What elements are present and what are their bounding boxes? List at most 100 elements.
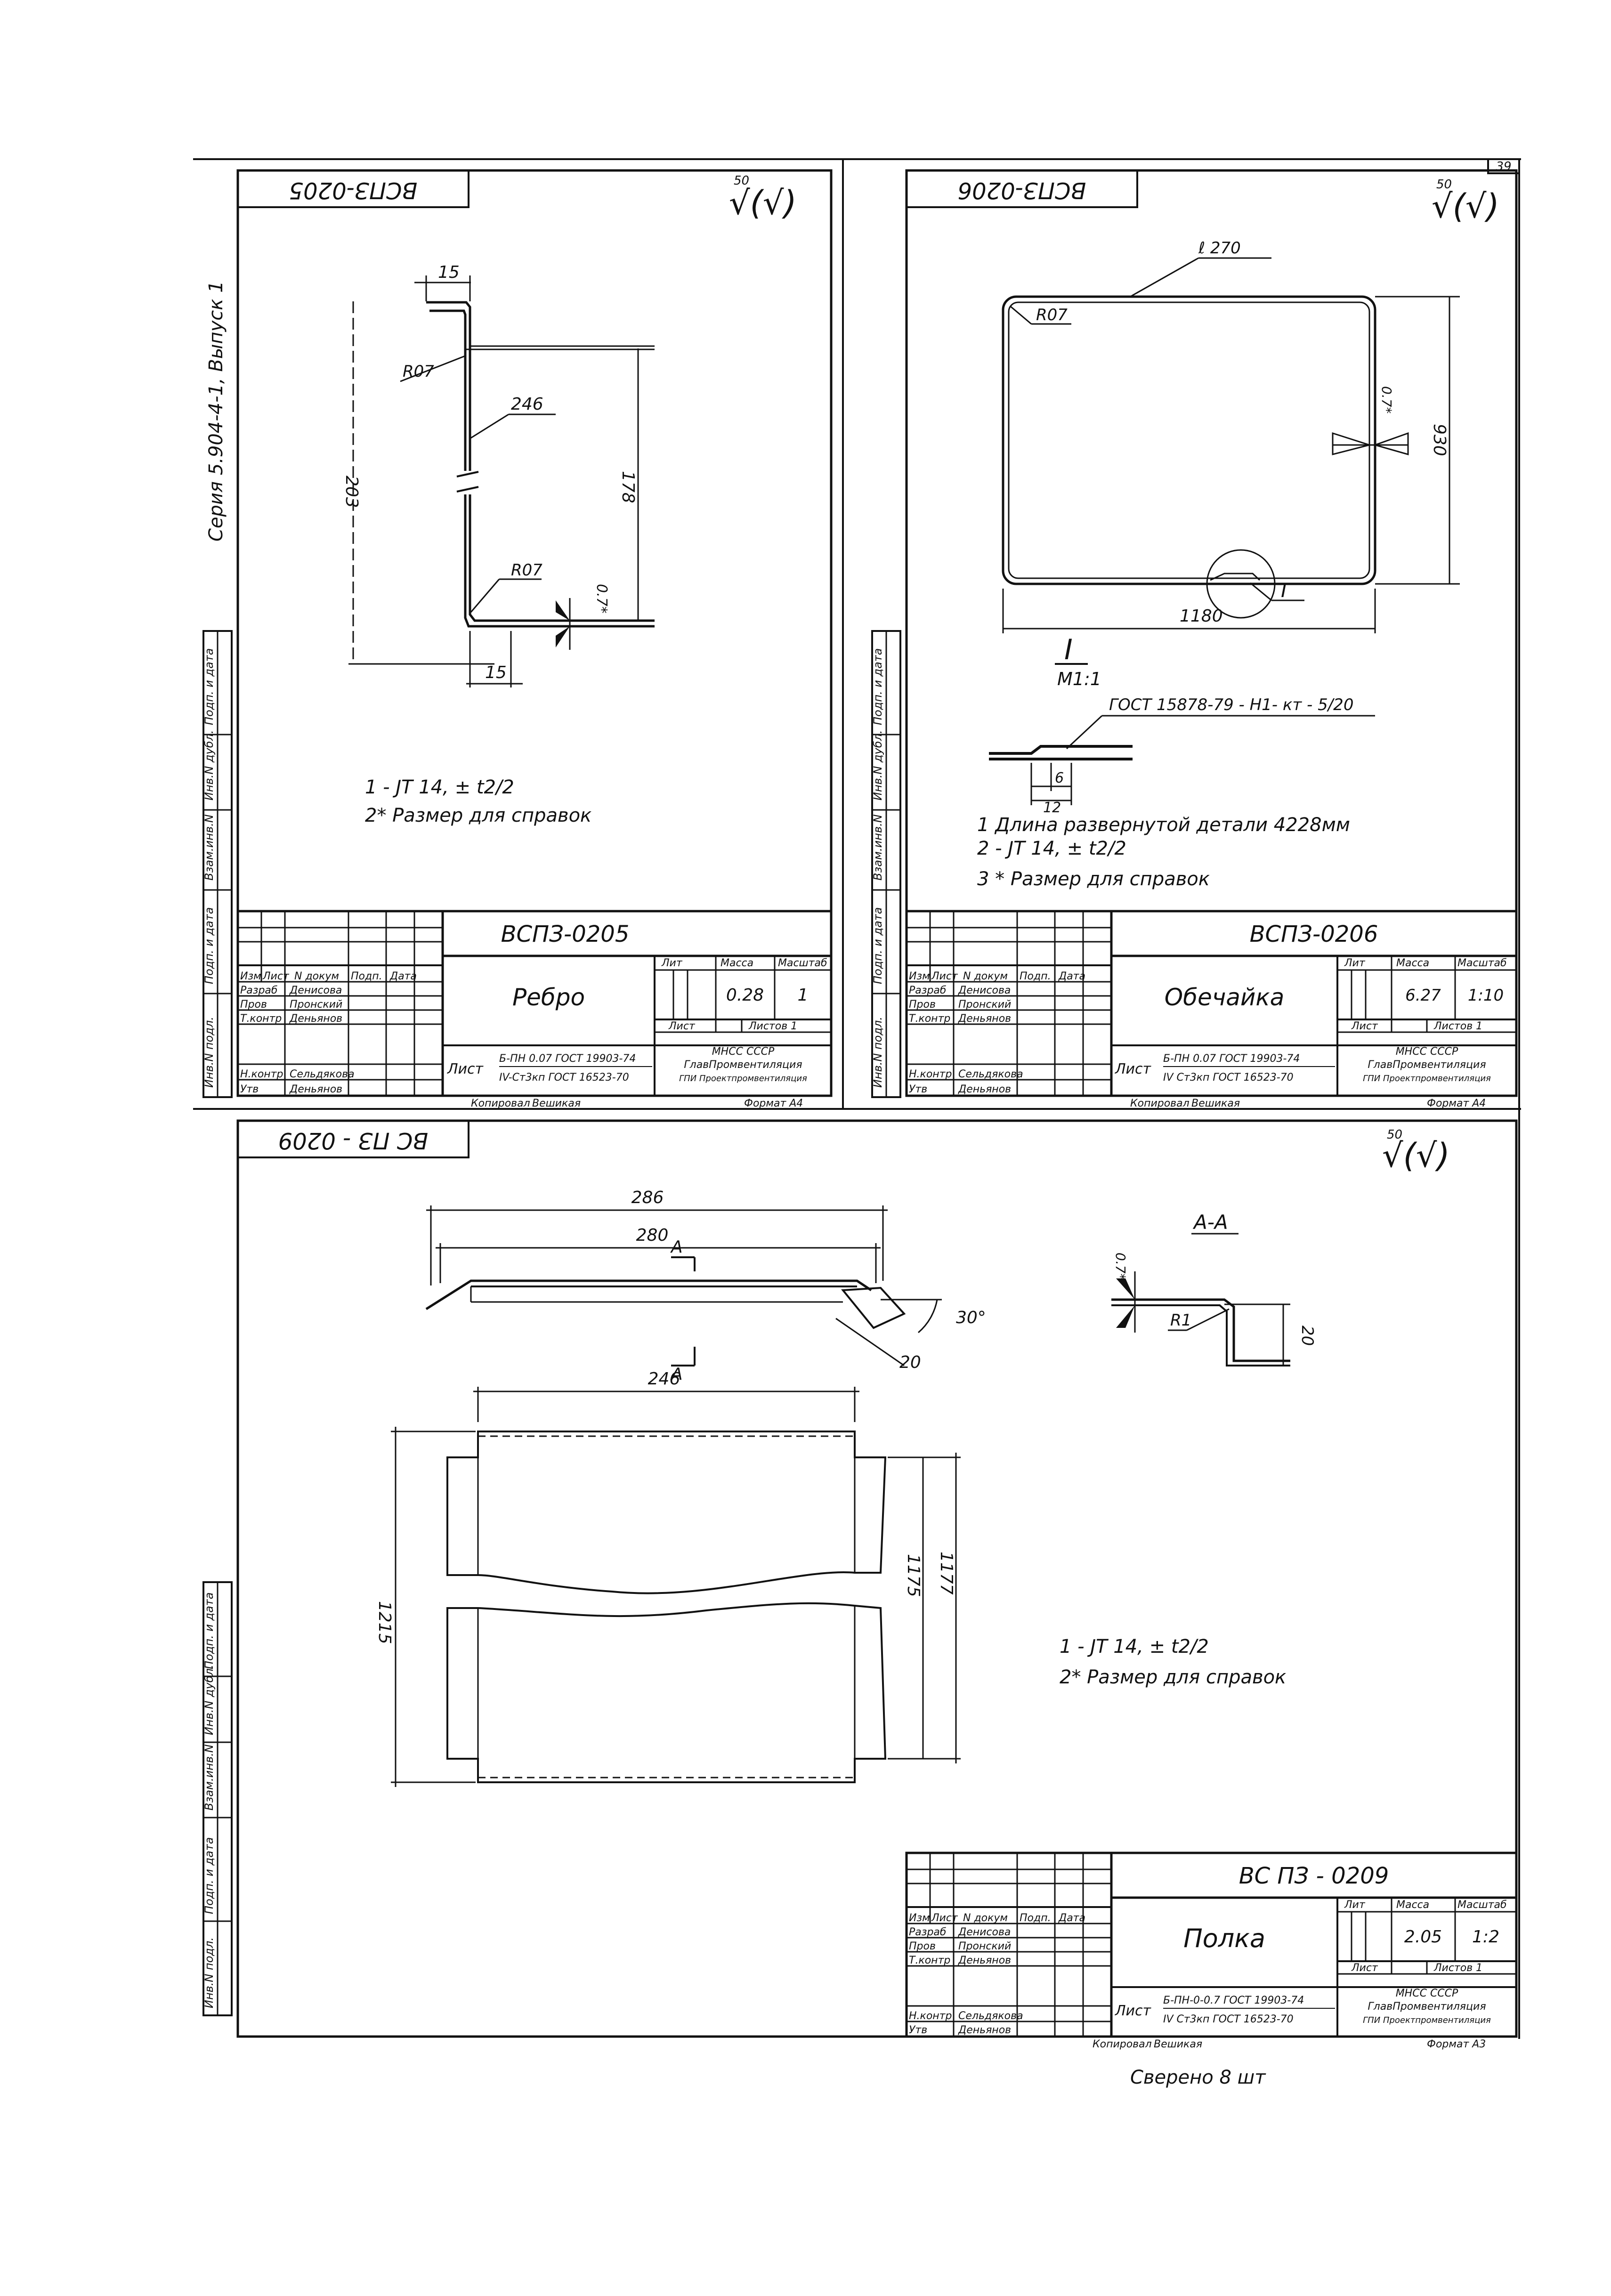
tb-role: Утв bbox=[240, 1083, 259, 1095]
code-box-text: ВС ПЗ - 0209 bbox=[278, 1127, 429, 1154]
dim-height-inner: 178 bbox=[618, 471, 638, 503]
leader bbox=[1130, 257, 1199, 298]
dim-line bbox=[835, 1318, 905, 1366]
detail-label: I bbox=[1064, 633, 1073, 666]
copy-footer-copier: Вешикая bbox=[1191, 1098, 1240, 1109]
leader bbox=[400, 355, 467, 382]
leader bbox=[1250, 582, 1272, 601]
copy-footer-copied: Копировал bbox=[471, 1098, 530, 1109]
tb-header: Изм bbox=[240, 970, 261, 982]
tb-material-label: Лист bbox=[1115, 1061, 1152, 1077]
tb-sheet: Лист bbox=[1351, 1020, 1378, 1032]
shell-outline bbox=[1002, 295, 1376, 585]
tb-role: Пров bbox=[909, 999, 936, 1011]
tb-role: Т.контр bbox=[909, 1955, 950, 1966]
dim-flange-bottom: 15 bbox=[485, 663, 507, 682]
detail-dim-b: 12 bbox=[1043, 800, 1061, 816]
note-2: 2* Размер для справок bbox=[1060, 1666, 1286, 1688]
tb-material2: IV-Ст3кп ГОСТ 16523-70 bbox=[499, 1072, 629, 1083]
tb-header: Подп. bbox=[351, 970, 382, 982]
dim-thickness: 0.7* bbox=[593, 584, 610, 614]
copy-footer-copied: Копировал bbox=[1130, 1098, 1190, 1109]
stamp-label: Инв.N подл. bbox=[871, 1017, 884, 1088]
tb-header: N докум bbox=[963, 1912, 1008, 1924]
tb-name: Пронский bbox=[290, 999, 342, 1011]
note-2: 2* Размер для справок bbox=[365, 805, 591, 826]
code-box bbox=[237, 1120, 470, 1158]
tb-name: Денисова bbox=[958, 1926, 1011, 1938]
section-cut-mark: А bbox=[670, 1365, 683, 1384]
tb-name: Пронский bbox=[958, 1940, 1011, 1952]
tb-org: МНСС СССР bbox=[712, 1046, 775, 1058]
roughness-value: 50 bbox=[1387, 1128, 1402, 1142]
shelf-tab bbox=[841, 1286, 906, 1329]
stamp-label: Инв.N подл. bbox=[202, 1017, 216, 1088]
dim-thickness: 0.7* bbox=[1113, 1253, 1128, 1280]
code-box-text: ВСПЗ-0205 bbox=[289, 177, 418, 203]
dim-width: 1180 bbox=[1180, 606, 1223, 626]
tb-org: МНСС СССР bbox=[1396, 1046, 1458, 1058]
tb-sheet: Лист bbox=[1351, 1962, 1378, 1974]
thickness-arrow bbox=[1332, 432, 1372, 455]
plan-upper-half bbox=[446, 1431, 887, 1594]
stamp-margin-top-left: Подп. и дата Инв.N дубл. Взам.инв.N Подп… bbox=[202, 630, 233, 1098]
tb-header: Масштаб bbox=[1457, 957, 1507, 969]
frame bbox=[236, 1119, 1518, 2038]
tb-sheet: Лист bbox=[668, 1020, 696, 1032]
tb-mass: 0.28 bbox=[726, 986, 764, 1005]
copy-footer-format: Формат А4 bbox=[744, 1098, 803, 1109]
tb-role: Утв bbox=[909, 1083, 927, 1095]
tb-header: Лит bbox=[1344, 1899, 1366, 1911]
code-box-text: ВСПЗ-0206 bbox=[958, 177, 1086, 203]
dim-height-total: 203 bbox=[342, 476, 361, 508]
note-1: 1 - JT 14, ± t2/2 bbox=[365, 776, 514, 798]
note-3: 3 * Размер для справок bbox=[977, 868, 1210, 890]
tb-header: Масса bbox=[1396, 1899, 1429, 1911]
tb-name: Сельдякова bbox=[958, 2010, 1023, 2022]
dim-angle: 30° bbox=[956, 1308, 986, 1327]
tb-name: Сельдякова bbox=[958, 1068, 1023, 1080]
detail-dim-a: 6 bbox=[1055, 770, 1064, 786]
thickness-arrow bbox=[1116, 1278, 1135, 1300]
tb-scale: 1:2 bbox=[1472, 1927, 1499, 1947]
tb-title: Полка bbox=[1183, 1924, 1265, 1953]
tb-material1: Б-ПН-0-0.7 ГОСТ 19903-74 bbox=[1163, 1995, 1304, 2006]
thickness-arrow bbox=[556, 600, 570, 621]
tb-material-label: Лист bbox=[1115, 2003, 1152, 2019]
thickness-arrow bbox=[556, 626, 570, 647]
stamp-label: Взам.инв.N bbox=[871, 814, 884, 881]
tb-role: Н.контр bbox=[240, 1068, 283, 1080]
tb-role: Т.контр bbox=[909, 1013, 950, 1025]
detail-gost: ГОСТ 15878-79 - Н1- кт - 5/20 bbox=[1109, 695, 1353, 714]
tb-role: Разраб bbox=[909, 1926, 946, 1938]
dim-radius-top: R07 bbox=[403, 362, 434, 381]
tb-name: Денисова bbox=[289, 985, 342, 996]
thickness-arrow bbox=[1373, 432, 1409, 455]
tb-name: Деньянов bbox=[958, 1083, 1011, 1095]
tb-header: Лит bbox=[1344, 957, 1366, 969]
tb-org: ГПИ Проектпромвентиляция bbox=[1363, 2015, 1491, 2025]
break-mark bbox=[456, 486, 479, 493]
seam bbox=[1210, 573, 1261, 581]
tb-header: Лист bbox=[262, 970, 290, 982]
tb-material1: Б-ПН 0.07 ГОСТ 19903-74 bbox=[1163, 1053, 1300, 1065]
leader bbox=[470, 579, 500, 613]
tb-header: Лит bbox=[661, 957, 683, 969]
tb-material1: Б-ПН 0.07 ГОСТ 19903-74 bbox=[499, 1053, 636, 1065]
tb-header: Масса bbox=[1396, 957, 1429, 969]
dim-height-inner: 1175 bbox=[904, 1554, 923, 1597]
tb-name: Денисова bbox=[958, 985, 1011, 996]
tb-org: МНСС СССР bbox=[1396, 1988, 1458, 1999]
stamp-label: Инв.N дубл. bbox=[202, 1665, 216, 1735]
part-profile bbox=[469, 494, 511, 622]
copy-footer-format: Формат А4 bbox=[1427, 1098, 1486, 1109]
code-box bbox=[906, 170, 1138, 208]
tb-scale: 1 bbox=[798, 986, 809, 1005]
detail-seam bbox=[989, 745, 1133, 755]
copy-footer-format: Формат А3 bbox=[1427, 2038, 1486, 2050]
shelf-side bbox=[425, 1279, 872, 1310]
series-side-label: Серия 5.904-4-1, Выпуск 1 bbox=[205, 281, 227, 542]
dim-top-inner: 280 bbox=[636, 1226, 669, 1245]
tb-role: Разраб bbox=[909, 985, 946, 996]
